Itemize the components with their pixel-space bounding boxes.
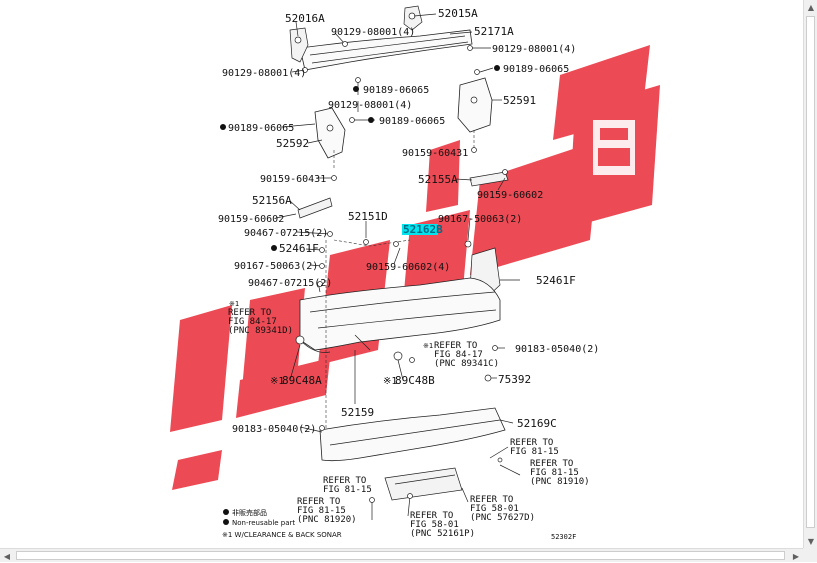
refer-notes: ※1 REFER TO FIG 84-17 (PNC 89341D) ※1 RE… — [228, 300, 590, 539]
label-90189-mid2[interactable]: 90189-06065 — [379, 116, 445, 127]
label-52592[interactable]: 52592 — [276, 137, 309, 150]
label-90159-60431-r[interactable]: 90159-60431 — [402, 148, 468, 159]
refer-2-line2[interactable]: FIG 84-17 — [434, 350, 483, 360]
lower-bumper-52169c — [319, 407, 506, 462]
refer-1-line3[interactable]: (PNC 89341D) — [228, 326, 293, 336]
part-labels: 52016A 52015A 52171A 90129-08001(4) 9012… — [218, 7, 599, 435]
label-52156a[interactable]: 52156A — [252, 194, 292, 207]
refer-6-line1[interactable]: REFER TO — [297, 497, 340, 507]
scroll-left-button[interactable]: ◀ — [0, 549, 14, 563]
refer-8-line1[interactable]: REFER TO — [410, 511, 453, 521]
refer-4-line2[interactable]: FIG 81-15 — [530, 468, 579, 478]
label-90129-top[interactable]: 90129-08001(4) — [331, 27, 415, 38]
scrollbar-corner — [803, 548, 817, 562]
label-90129-mid[interactable]: 90129-08001(4) — [328, 100, 412, 111]
refer-7-line2[interactable]: FIG 58-01 — [470, 504, 519, 514]
label-52159[interactable]: 52159 — [341, 406, 374, 419]
label-90189-right[interactable]: 90189-06065 — [503, 64, 569, 75]
refer-2-line3[interactable]: (PNC 89341C) — [434, 359, 499, 369]
mark-89c48b: ※1 — [383, 376, 397, 387]
horizontal-scroll-thumb[interactable] — [16, 551, 785, 560]
refer-5-line1[interactable]: REFER TO — [323, 476, 366, 486]
label-89c48a[interactable]: 89C48A — [282, 374, 322, 387]
label-90159-60602-4[interactable]: 90159-60602(4) — [366, 262, 450, 273]
retainer-52155a — [469, 171, 509, 187]
label-52461f-r[interactable]: 52461F — [536, 274, 576, 287]
label-90189-mid[interactable]: 90189-06065 — [363, 85, 429, 96]
label-90189-left[interactable]: 90189-06065 — [228, 123, 294, 134]
refer-6-line3[interactable]: (PNC 81920) — [297, 515, 357, 525]
label-90183-right[interactable]: 90183-05040(2) — [515, 344, 599, 355]
legend-item-2: Non-reusable part — [232, 519, 295, 527]
label-89c48b[interactable]: 89C48B — [395, 374, 435, 387]
highlight-52162b — [402, 224, 438, 235]
vertical-scroll-thumb[interactable] — [806, 16, 815, 528]
bracket-52016a — [289, 27, 309, 63]
label-90467-07215-b[interactable]: 90467-07215(2) — [248, 278, 332, 289]
sensor-89c48a — [295, 335, 305, 345]
label-90167-50063-l[interactable]: 90167-50063(2) — [234, 261, 318, 272]
side-bracket-52592 — [314, 107, 346, 159]
refer-3-line2[interactable]: FIG 81-15 — [510, 447, 559, 457]
horizontal-scrollbar[interactable]: ◀ ▶ — [0, 548, 803, 562]
label-52171a[interactable]: 52171A — [474, 25, 514, 38]
scroll-up-button[interactable]: ▲ — [804, 0, 817, 14]
label-90159-60602-l[interactable]: 90159-60602 — [218, 214, 284, 225]
legend-bullet-2 — [223, 519, 229, 525]
refer-7-line3[interactable]: (PNC 57627D) — [470, 513, 535, 523]
refer-5-line2[interactable]: FIG 81-15 — [323, 485, 372, 495]
label-90183-left[interactable]: 90183-05040(2) — [232, 424, 316, 435]
refer-2-line1[interactable]: REFER TO — [434, 341, 477, 351]
label-90167-50063-r[interactable]: 90167-50063(2) — [438, 214, 522, 225]
scroll-down-button[interactable]: ▼ — [804, 534, 817, 548]
refer-6-line2[interactable]: FIG 81-15 — [297, 506, 346, 516]
label-52151d[interactable]: 52151D — [348, 210, 388, 223]
refer-mark-2: ※1 — [423, 342, 433, 350]
label-52015a[interactable]: 52015A — [438, 7, 478, 20]
watermark-logo — [170, 45, 660, 490]
scroll-right-icon: ▶ — [792, 551, 800, 561]
retainer-52156a — [297, 197, 333, 219]
label-52016a[interactable]: 52016A — [285, 12, 325, 25]
sensor-89c48b — [393, 351, 403, 361]
legend: 非販売部品 Non-reusable part ※1 W/CLEARANCE &… — [222, 508, 342, 539]
refer-1-line1[interactable]: REFER TO — [228, 308, 271, 318]
parts-diagram: 52016A 52015A 52171A 90129-08001(4) 9012… — [170, 5, 660, 541]
refer-8-line2[interactable]: FIG 58-01 — [410, 520, 459, 530]
refer-8-line3[interactable]: (PNC 52161P) — [410, 529, 475, 539]
scroll-right-button[interactable]: ▶ — [789, 549, 803, 563]
label-52162b[interactable]: 52162B — [403, 223, 443, 236]
label-52155a[interactable]: 52155A — [418, 173, 458, 186]
footer-code: 52302F — [551, 533, 576, 541]
legend-note: ※1 W/CLEARANCE & BACK SONAR — [222, 531, 342, 539]
label-90159-60602-r[interactable]: 90159-60602 — [477, 190, 543, 201]
bumper-cover-52159 — [299, 277, 501, 353]
vertical-scrollbar[interactable]: ▲ ▼ — [803, 0, 817, 548]
scroll-down-icon: ▼ — [807, 536, 815, 546]
label-52169c[interactable]: 52169C — [517, 417, 557, 430]
label-52591[interactable]: 52591 — [503, 94, 536, 107]
refer-4-line1[interactable]: REFER TO — [530, 459, 573, 469]
refer-mark-1: ※1 — [229, 300, 239, 308]
label-90129-right[interactable]: 90129-08001(4) — [492, 44, 576, 55]
fasteners — [220, 41, 508, 503]
mark-89c48a: ※1 — [270, 376, 284, 387]
label-90467-07215-a[interactable]: 90467-07215(2) — [244, 228, 328, 239]
leader-lines — [275, 13, 521, 520]
label-75392[interactable]: 75392 — [498, 373, 531, 386]
refer-1-line2[interactable]: FIG 84-17 — [228, 317, 277, 327]
label-52461f-l[interactable]: 52461F — [279, 242, 319, 255]
legend-item-1: 非販売部品 — [232, 508, 267, 517]
scroll-left-icon: ◀ — [3, 551, 11, 561]
label-90129-left[interactable]: 90129-08001(4) — [222, 68, 306, 79]
side-bracket-52591 — [457, 69, 493, 133]
diagram-viewport: 52016A 52015A 52171A 90129-08001(4) 9012… — [170, 5, 660, 541]
legend-bullet-1 — [223, 509, 229, 515]
lower-plate — [384, 467, 463, 501]
scroll-up-icon: ▲ — [807, 2, 815, 12]
label-90159-60431-l[interactable]: 90159-60431 — [260, 174, 326, 185]
refer-7-line1[interactable]: REFER TO — [470, 495, 513, 505]
refer-4-line3[interactable]: (PNC 81910) — [530, 477, 590, 487]
refer-3-line1[interactable]: REFER TO — [510, 438, 553, 448]
